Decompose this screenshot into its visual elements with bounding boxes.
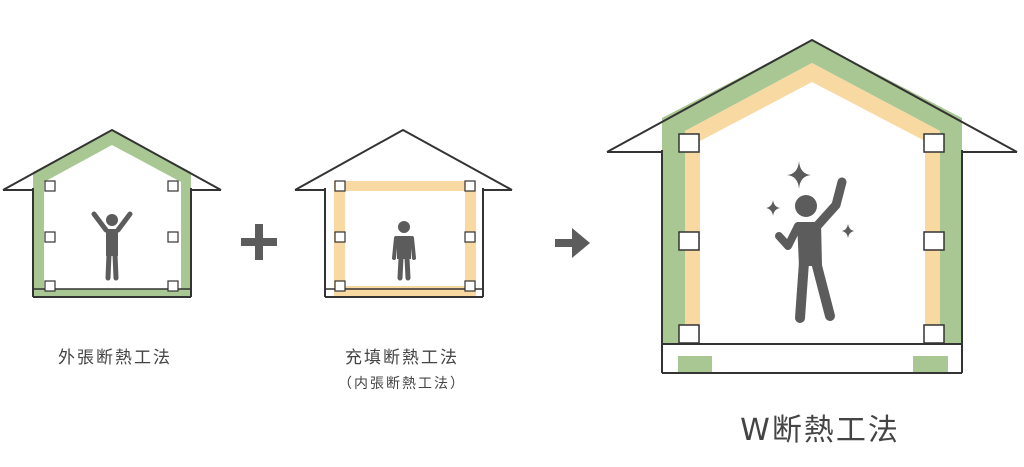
plus-icon: [241, 224, 277, 260]
caption-filling-insulation: 充填断熱工法: [345, 348, 459, 368]
caption-filling-insulation-sub: （内張断熱工法）: [338, 376, 466, 392]
caption-double-insulation: W断熱工法: [740, 413, 900, 448]
person-arms-up-icon: [91, 211, 133, 281]
sparkle-icon: [766, 161, 854, 238]
person-cheering-icon: [775, 177, 847, 323]
person-standing-icon: [392, 221, 416, 281]
house-filling-insulation: [294, 128, 513, 298]
caption-external-insulation: 外張断熱工法: [58, 348, 172, 368]
house-external-insulation: [2, 128, 222, 298]
house-double-insulation: [606, 38, 1018, 374]
arrow-right-icon: [555, 228, 590, 258]
